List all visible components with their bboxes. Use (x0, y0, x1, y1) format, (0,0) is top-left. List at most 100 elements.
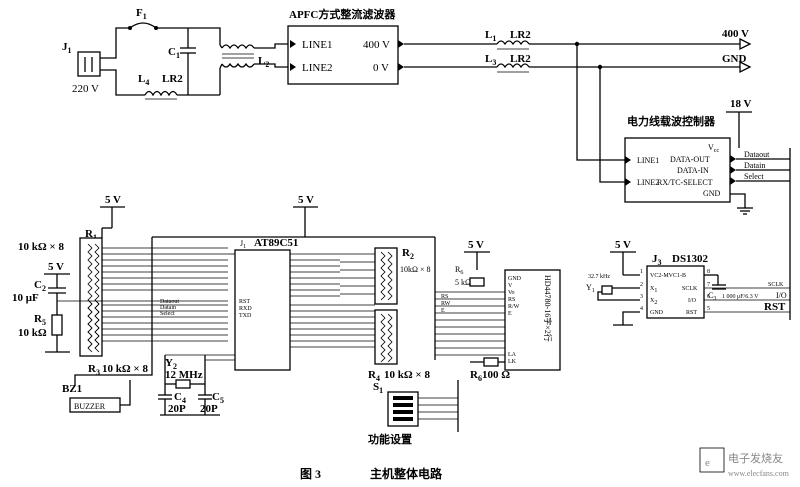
svg-text:X1: X1 (650, 286, 657, 294)
svg-text:RW: RW (441, 301, 451, 307)
chip-name: AT89C51 (254, 237, 298, 249)
svg-text:LINE2: LINE2 (637, 178, 659, 187)
svg-text:18 V: 18 V (730, 98, 752, 110)
svg-text:LA: LA (508, 352, 517, 358)
svg-text:S1: S1 (373, 381, 383, 395)
svg-text:32.7 kHz: 32.7 kHz (588, 274, 610, 280)
svg-text:20P: 20P (200, 403, 218, 415)
svg-text:5 V: 5 V (48, 261, 64, 273)
svg-text:Select: Select (160, 311, 175, 317)
svg-text:RST: RST (764, 301, 786, 313)
svg-text:RXD: RXD (239, 306, 252, 312)
svg-text:L1: L1 (485, 29, 496, 43)
svg-text:C5: C5 (212, 391, 224, 405)
svg-text:TXD: TXD (239, 313, 252, 319)
svg-text:VC2-MVC1-B: VC2-MVC1-B (650, 273, 686, 279)
svg-text:Datain: Datain (160, 305, 176, 311)
apfc-filter-box (287, 25, 399, 85)
svg-text:RS: RS (508, 297, 515, 303)
svg-text:5: 5 (707, 306, 710, 312)
svg-text:R2: R2 (402, 247, 414, 261)
svg-text:10 μF: 10 μF (12, 292, 39, 304)
svg-text:LINE1: LINE1 (302, 39, 333, 51)
j1-label: J1 (62, 41, 72, 55)
svg-text:6: 6 (707, 294, 710, 300)
svg-text:10kΩ × 8: 10kΩ × 8 (400, 265, 430, 274)
mains-voltage: 220 V (72, 83, 99, 95)
svg-text:e: e (705, 457, 710, 469)
apfc-title: APFC方式整流滤波器 (289, 7, 396, 21)
svg-text:20P: 20P (168, 403, 186, 415)
svg-text:RX/TC-SELECT: RX/TC-SELECT (657, 178, 713, 187)
svg-text:R6: R6 (455, 265, 463, 276)
svg-text:10 kΩ × 8: 10 kΩ × 8 (384, 369, 430, 381)
svg-text:Vcc: Vcc (708, 143, 719, 154)
resistor-r6-100 (483, 357, 499, 367)
svg-text:GND: GND (508, 276, 522, 282)
svg-text:L4: L4 (138, 73, 149, 87)
svg-text:LK: LK (508, 359, 517, 365)
svg-text:2: 2 (640, 282, 643, 288)
svg-text:12 MHz: 12 MHz (165, 369, 203, 381)
svg-text:图 3: 图 3 (300, 467, 321, 481)
svg-text:Dataout: Dataout (744, 150, 770, 159)
mains-connector-j1 (77, 51, 101, 77)
function-setting-label: 功能设置 (368, 432, 412, 446)
fuse-f1 (129, 22, 157, 29)
svg-text:5 V: 5 V (468, 239, 484, 251)
svg-text:LR2: LR2 (510, 53, 531, 65)
svg-text:主机整体电路: 主机整体电路 (370, 466, 443, 481)
svg-text:5 kΩ: 5 kΩ (455, 278, 471, 287)
svg-text:RST: RST (686, 310, 697, 316)
svg-text:C2: C2 (34, 279, 46, 293)
svg-text:4: 4 (640, 306, 643, 312)
svg-text:R4: R4 (368, 369, 380, 383)
svg-text:5 V: 5 V (615, 239, 631, 251)
svg-text:LR2: LR2 (162, 73, 183, 85)
svg-text:电子发烧友: 电子发烧友 (728, 451, 783, 465)
resistor-r6 (469, 277, 485, 287)
svg-text:Datain: Datain (744, 161, 765, 170)
svg-text:E: E (508, 311, 512, 317)
svg-text:10 kΩ × 8: 10 kΩ × 8 (18, 241, 64, 253)
svg-text:L3: L3 (485, 53, 496, 67)
svg-text:Y1: Y1 (586, 283, 595, 294)
rtc-ds1302 (646, 265, 705, 319)
svg-text:RS: RS (441, 294, 448, 300)
power-section: J1 220 V F1 C1 L4 LR2 L2 APFC方 (62, 7, 752, 183)
output-400v: 400 V (722, 28, 749, 40)
output-gnd: GND (722, 53, 747, 65)
figure-caption: 图 3 主机整体电路 (300, 466, 443, 481)
watermark-logo: e 电子发烧友 www.elecfans.com (699, 447, 790, 478)
svg-text:3: 3 (640, 294, 643, 300)
svg-text:LR2: LR2 (510, 29, 531, 41)
svg-text:C3: C3 (708, 291, 716, 302)
lcd-hd44780 (504, 269, 561, 371)
svg-text:X2: X2 (650, 298, 657, 306)
svg-text:400 V: 400 V (363, 39, 390, 51)
svg-text:J3: J3 (652, 253, 662, 267)
svg-text:DATA-OUT: DATA-OUT (670, 155, 710, 164)
chip-ref: J1 (240, 239, 246, 250)
svg-text:100 Ω: 100 Ω (482, 369, 510, 381)
lcd-name: HD44780-16字×2行 (543, 275, 553, 342)
mcu-section: 5 V 5 V R1 10 kΩ × 8 (12, 194, 459, 446)
svg-text:10 kΩ: 10 kΩ (18, 327, 47, 339)
choke-l2 (221, 44, 255, 50)
svg-text:BZ1: BZ1 (62, 383, 82, 395)
svg-text:8: 8 (707, 269, 710, 275)
svg-text:E: E (441, 308, 445, 314)
svg-text:www.elecfans.com: www.elecfans.com (728, 469, 790, 478)
svg-text:R5: R5 (34, 313, 46, 327)
svg-text:DATA-IN: DATA-IN (677, 166, 709, 175)
svg-text:Y2: Y2 (165, 357, 177, 371)
svg-text:I/O: I/O (776, 291, 787, 300)
inductor-l4 (144, 90, 178, 97)
svg-text:5 V: 5 V (105, 194, 121, 206)
svg-text:1 000 μF/6.3 V: 1 000 μF/6.3 V (722, 294, 759, 300)
mcu-at89c51 (234, 249, 291, 371)
svg-text:10 kΩ × 8: 10 kΩ × 8 (102, 363, 148, 375)
svg-text:I/O: I/O (688, 298, 697, 304)
svg-text:R/W: R/W (508, 304, 520, 310)
svg-text:BUZZER: BUZZER (74, 402, 106, 411)
